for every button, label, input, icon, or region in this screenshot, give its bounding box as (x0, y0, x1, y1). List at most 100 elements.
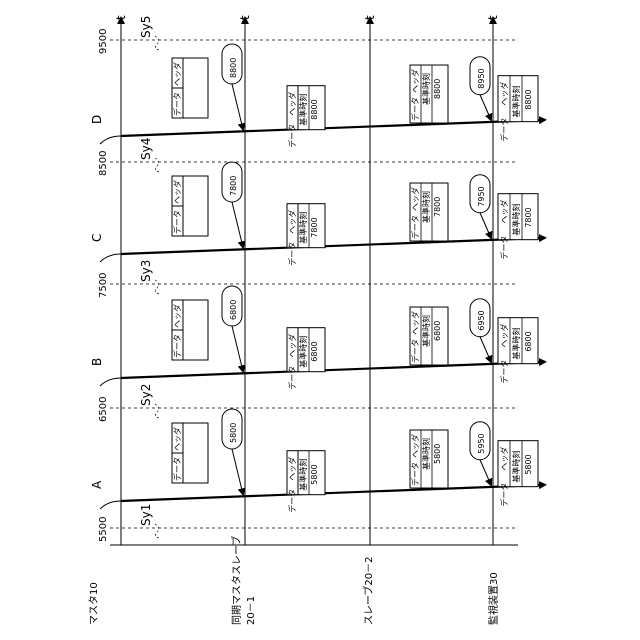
sync-connector (155, 280, 159, 294)
frame-label: D (90, 115, 104, 124)
timestamp-pointer (232, 84, 243, 129)
timestamp-master: 7800 (229, 176, 238, 196)
slave2-packet: ヘッダ基準時刻7800データ (410, 183, 448, 241)
time-tick-label: 6500 (98, 397, 109, 422)
packet-header-label: ヘッダ (499, 447, 509, 471)
timestamp-slave2: 5800 (433, 444, 442, 464)
timestamp-pointer (232, 449, 243, 494)
packet-ref-time-label: 基準時刻 (421, 73, 431, 105)
frame-start-curve (100, 501, 121, 509)
lane-label-2: スレーブ20－2 (362, 557, 375, 626)
packet-ref-time-label: 基準時刻 (298, 459, 308, 491)
packet-header-label: ヘッダ (499, 324, 509, 348)
timestamp-pointer (232, 326, 243, 371)
monitor-pointer (480, 460, 491, 485)
sync-label: Sy4 (139, 138, 153, 160)
monitor-packet: ヘッダ基準時刻6800 データ (498, 318, 538, 384)
packet-header-label: ヘッダ (287, 457, 297, 481)
sync-label: Sy3 (139, 260, 153, 282)
slave1-packet: ヘッダ基準時刻8800データ (287, 86, 325, 148)
frame-arrow-C (121, 238, 545, 254)
time-tick-label: 5500 (98, 517, 109, 542)
frame-label: C (90, 234, 104, 242)
packet-header-label: ヘッダ (287, 334, 297, 358)
packet-ref-time-label: 基準時刻 (421, 315, 431, 347)
packet-ref-time-label: 基準時刻 (511, 86, 521, 118)
frame-start-curve (100, 136, 121, 144)
packet-data-label: データ (287, 242, 297, 266)
packet-header-label: ヘッダ (172, 62, 182, 86)
timestamp-slave1: 5800 (310, 464, 319, 484)
timestamp-master: 8800 (229, 58, 238, 78)
packet-data-label: データ (410, 462, 420, 486)
timestamp-master: 6800 (229, 300, 238, 320)
packet-data-label: データ (172, 92, 182, 116)
timestamp-slave2: 8800 (433, 79, 442, 99)
frame-start-curve (100, 378, 121, 386)
time-tick-label: 7500 (98, 273, 109, 298)
sync-label: Sy2 (139, 384, 153, 406)
sync-label: Sy1 (139, 504, 153, 526)
packet-data-label: データ (499, 483, 509, 507)
time-tick-label: 9500 (98, 29, 109, 54)
packet-ref-time-label: 基準時刻 (511, 451, 521, 483)
timestamp-monitor: 6800 (524, 331, 533, 351)
timestamp-pointer (232, 202, 243, 247)
timestamp-monitor: 5800 (524, 454, 533, 474)
packet-ref-time-label: 基準時刻 (421, 438, 431, 470)
packet-ref-time-label: 基準時刻 (298, 94, 308, 126)
time-axis-label: t (363, 15, 377, 20)
time-axis-label: t (114, 15, 128, 20)
packet-header-label: ヘッダ (410, 187, 420, 211)
packet-data-label: データ (287, 366, 297, 390)
time-axis-label: t (238, 15, 252, 20)
slave2-packet: ヘッダ基準時刻8800データ (410, 65, 448, 123)
master-packet: ヘッダデータ (172, 423, 208, 483)
lane-label-1: 20－1 (246, 596, 257, 625)
monitor-pointer (480, 95, 491, 120)
master-packet: ヘッダデータ (172, 58, 208, 118)
monitor-packet: ヘッダ基準時刻5800 データ (498, 441, 538, 507)
packet-data-label: データ (410, 215, 420, 239)
sync-connector (155, 404, 159, 418)
packet-data-label: データ (410, 97, 420, 121)
sync-connector (155, 524, 159, 538)
timestamp-slave2: 6800 (433, 321, 442, 341)
timestamp-slave1: 7800 (310, 217, 319, 237)
packet-header-label: ヘッダ (410, 311, 420, 335)
packet-data-label: データ (172, 457, 182, 481)
master-packet: ヘッダデータ (172, 300, 208, 360)
packet-header-label: ヘッダ (287, 92, 297, 116)
slave2-packet: ヘッダ基準時刻5800データ (410, 430, 448, 488)
packet-data-label: データ (287, 124, 297, 148)
timestamp-monitor-read: 6950 (477, 310, 486, 330)
packet-data-label: データ (172, 210, 182, 234)
packet-ref-time-label: 基準時刻 (511, 204, 521, 236)
master-packet: ヘッダデータ (172, 176, 208, 236)
packet-ref-time-label: 基準時刻 (511, 328, 521, 360)
timestamp-monitor-read: 7950 (477, 186, 486, 206)
packet-ref-time-label: 基準時刻 (421, 191, 431, 223)
packet-data-label: データ (410, 339, 420, 363)
timestamp-master: 5800 (229, 423, 238, 443)
frame-start-curve (100, 254, 121, 262)
sync-connector (155, 158, 159, 172)
packet-data-label: データ (499, 236, 509, 260)
frame-label: A (90, 480, 104, 489)
packet-header-label: ヘッダ (499, 82, 509, 106)
monitor-packet: ヘッダ基準時刻7800データ (498, 194, 538, 260)
packet-data-label: データ (499, 118, 509, 142)
lane-label-0: マスタ10 (88, 582, 100, 625)
packet-data-label: データ (499, 360, 509, 384)
timestamp-slave1: 6800 (310, 341, 319, 361)
sync-label: Sy5 (139, 16, 153, 38)
packet-header-label: ヘッダ (172, 304, 182, 328)
timestamp-monitor-read: 5950 (477, 433, 486, 453)
time-axis-label: t (486, 15, 500, 20)
monitor-pointer (480, 213, 491, 238)
timestamp-monitor: 8800 (524, 89, 533, 109)
packet-header-label: ヘッダ (287, 210, 297, 234)
slave2-packet: ヘッダ基準時刻6800 データ (410, 307, 448, 365)
monitor-packet: ヘッダ基準時刻8800 データ (498, 76, 538, 142)
